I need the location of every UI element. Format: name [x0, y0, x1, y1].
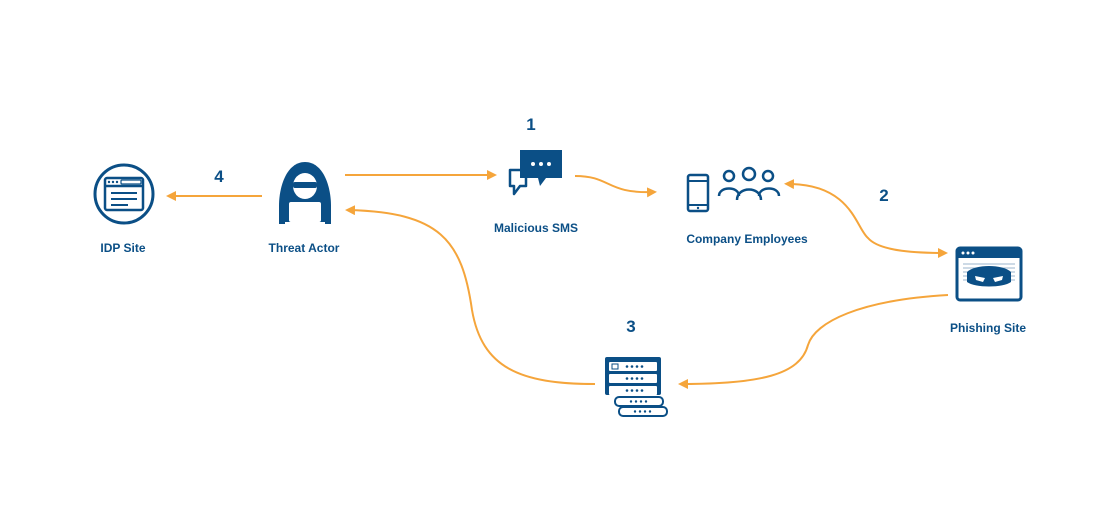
idp-site-label: IDP Site	[100, 241, 146, 255]
arrow-phishing-to-credentials	[678, 294, 949, 389]
arrow-credentials-to-actor	[345, 205, 596, 385]
arrow-sms-to-employees	[574, 175, 657, 198]
arrow-employees-phishing	[784, 179, 948, 258]
browser-login-icon	[93, 163, 155, 225]
masked-browser-icon	[955, 246, 1023, 302]
malicious-sms-label: Malicious SMS	[493, 221, 579, 235]
phishing-site-label: Phishing Site	[949, 321, 1027, 335]
step-1-number: 1	[526, 115, 536, 134]
phone-and-people-icon	[686, 166, 781, 213]
hooded-hacker-icon	[279, 162, 331, 225]
step-3-number: 3	[626, 317, 636, 336]
step-4-number: 4	[214, 167, 224, 186]
credential-cards-icon	[605, 357, 668, 417]
chat-bubbles-icon	[508, 150, 562, 196]
company-employees-label: Company Employees	[686, 232, 808, 246]
step-2-number: 2	[879, 186, 889, 205]
threat-actor-label: Threat Actor	[268, 241, 340, 255]
